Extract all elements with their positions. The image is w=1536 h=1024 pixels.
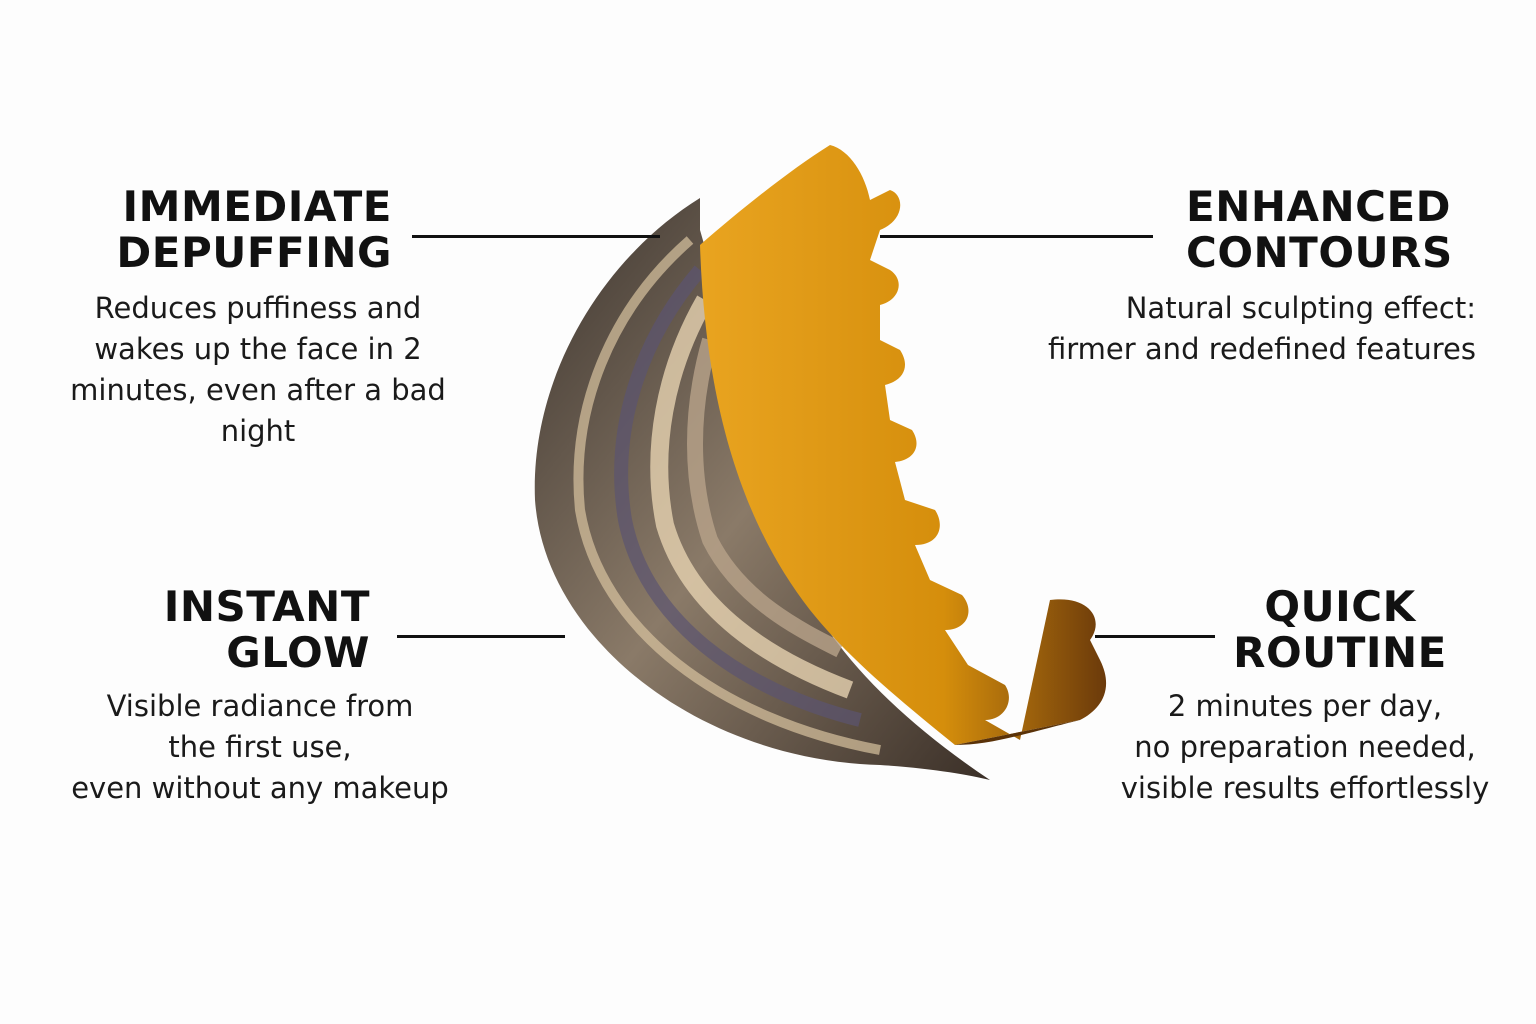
body-line: Visible radiance from (106, 689, 414, 723)
body-line: the first use, (168, 730, 352, 764)
body-line: Natural sculpting effect: (1125, 291, 1476, 325)
body-line: firmer and redefined features (1048, 332, 1476, 366)
body-line: Reduces puffiness and (94, 291, 422, 325)
feature-body-contours: Natural sculpting effect: firmer and red… (1048, 288, 1476, 370)
body-line: minutes, even after a bad (70, 373, 446, 407)
feature-body-glow: Visible radiance from the first use, eve… (40, 686, 480, 809)
title-line: INSTANT (163, 582, 370, 631)
bristle-comb (700, 145, 1107, 745)
body-line: night (220, 414, 296, 448)
feature-title-depuffing: IMMEDIATE DEPUFFING (116, 184, 392, 276)
body-line: no preparation needed, (1134, 730, 1476, 764)
title-line: IMMEDIATE (122, 182, 392, 231)
title-line: ENHANCED (1186, 182, 1452, 231)
feature-title-glow: INSTANT GLOW (164, 584, 370, 676)
callout-line-glow (397, 635, 565, 638)
feature-body-depuffing: Reduces puffiness and wakes up the face … (58, 288, 458, 452)
title-line: ROUTINE (1233, 628, 1447, 677)
body-line: wakes up the face in 2 (94, 332, 422, 366)
title-line: DEPUFFING (116, 228, 392, 277)
title-line: CONTOURS (1186, 228, 1453, 277)
callout-line-depuffing (412, 235, 660, 238)
title-line: GLOW (226, 628, 370, 677)
body-line: visible results effortlessly (1120, 771, 1490, 805)
body-line: 2 minutes per day, (1167, 689, 1443, 723)
feature-body-routine: 2 minutes per day, no preparation needed… (1100, 686, 1510, 809)
title-line: QUICK (1264, 582, 1416, 631)
feature-title-contours: ENHANCED CONTOURS (1186, 184, 1453, 276)
callout-line-contours (880, 235, 1153, 238)
callout-line-routine (1095, 635, 1215, 638)
feature-title-routine: QUICK ROUTINE (1200, 584, 1480, 676)
body-line: even without any makeup (71, 771, 449, 805)
